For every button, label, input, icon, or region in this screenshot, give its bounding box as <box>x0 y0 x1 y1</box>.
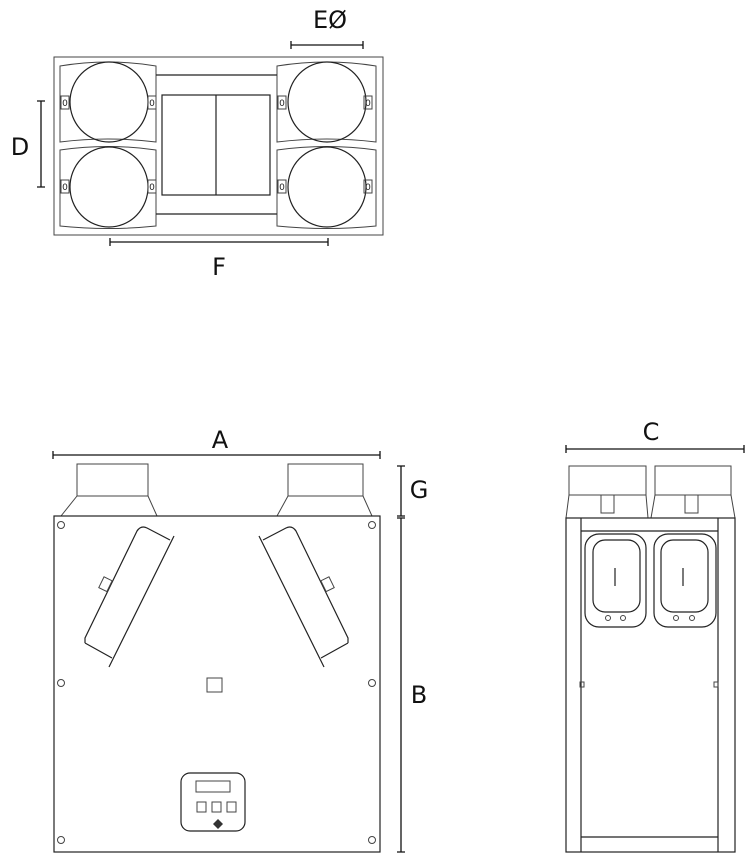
center-port <box>206 677 223 693</box>
spigot-bottom-right <box>276 146 377 229</box>
front-view: A <box>52 426 429 853</box>
dimension-d: D <box>11 100 45 188</box>
dimension-e: EØ <box>290 6 364 49</box>
dimension-label-b: B <box>411 681 427 709</box>
spigot-bottom-left <box>59 146 157 229</box>
top-view: 0 0 0 0 0 0 0 0 EØ D F <box>11 6 384 281</box>
clamp-tab-label: 0 <box>149 183 155 193</box>
dimension-label-d: D <box>11 133 29 161</box>
clamp-tab-label: 0 <box>279 99 285 109</box>
logo-diamond-icon <box>213 819 223 829</box>
side-spigot-left <box>565 465 649 519</box>
side-spigot-right <box>650 465 736 519</box>
dimension-g: G <box>397 465 429 517</box>
spigot-top-right <box>276 61 377 143</box>
filter-access-right <box>653 533 717 628</box>
side-body <box>565 517 736 853</box>
control-button[interactable] <box>196 801 207 813</box>
control-button[interactable] <box>226 801 237 813</box>
clamp-tab-label: 0 <box>279 183 285 193</box>
clamp-tab-label: 0 <box>365 99 371 109</box>
dimension-label-g: G <box>410 476 429 504</box>
control-button[interactable] <box>211 801 222 813</box>
filter-access-left <box>584 533 647 628</box>
clamp-tab-label: 0 <box>365 183 371 193</box>
side-view: C <box>565 418 745 853</box>
front-spigot-right <box>276 463 373 517</box>
dimension-f: F <box>109 238 329 281</box>
clamp-tab-label: 0 <box>62 183 68 193</box>
clamp-tab-label: 0 <box>62 99 68 109</box>
dimension-label-a: A <box>212 426 229 454</box>
top-view-outline <box>53 56 384 236</box>
control-panel <box>180 772 246 832</box>
mounting-holes <box>57 521 376 844</box>
dimension-label-f: F <box>212 253 226 281</box>
dimension-b: B <box>397 517 427 853</box>
clamp-tab-label: 0 <box>149 99 155 109</box>
filter-door-right <box>258 526 349 668</box>
clamp-tabs: 0 0 0 0 0 0 0 0 <box>60 95 373 194</box>
top-center-panel <box>156 74 277 215</box>
dimension-label-c: C <box>643 418 660 446</box>
control-display <box>195 780 231 793</box>
dimension-c: C <box>565 418 745 453</box>
spigot-top-left <box>59 61 157 143</box>
filter-door-left <box>84 526 175 668</box>
front-spigot-left <box>60 463 158 517</box>
dimension-label-e: EØ <box>313 6 347 34</box>
front-body <box>53 515 381 853</box>
dimension-a: A <box>52 426 381 459</box>
